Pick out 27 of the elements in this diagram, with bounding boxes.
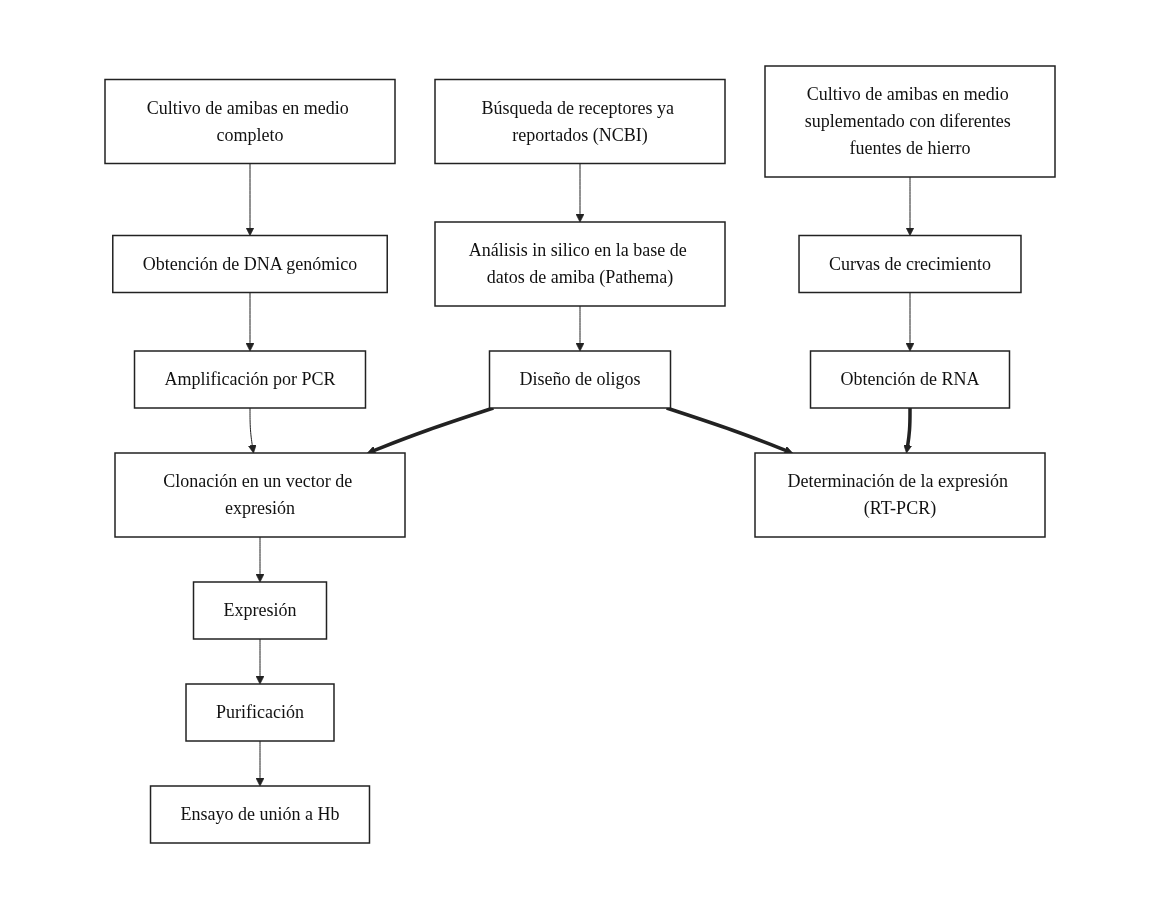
node-box: Análisis in silico en la base de datos de amiba (Pathema) [434,221,726,307]
node-box: Expresión [192,581,328,640]
arrow [903,408,913,454]
node-box: Diseño de oligos [488,350,672,409]
node-box: Curvas de crecimiento [798,234,1022,294]
arrow [255,740,265,787]
arrow [575,163,585,223]
node-box: Cultivo de amibas en medio completo [104,78,396,165]
arrow [905,176,915,236]
node-box: Obtención de DNA genómico [112,234,388,294]
arrow [367,406,494,455]
node-box: Clonación en un vector de expresión [114,452,406,538]
node-box: Purificación [185,683,335,742]
arrow [666,406,793,455]
node-box: Determinación de la expresión (RT-PCR) [754,452,1046,538]
node-box: Cultivo de amibas en medio suplementado con diferentes fuentes de hierro [764,65,1056,178]
arrow [255,638,265,685]
arrow [245,292,255,352]
arrow [245,163,255,236]
node-box: Búsqueda de receptores ya reportados (NCBI) [434,78,726,165]
arrow [575,305,585,352]
node-box: Obtención de RNA [809,350,1011,409]
node-box: Amplificación por PCR [133,350,367,409]
node-box: Ensayo de unión a Hb [149,785,371,844]
arrow [255,536,265,583]
arrow [905,292,915,352]
arrow [247,407,257,454]
